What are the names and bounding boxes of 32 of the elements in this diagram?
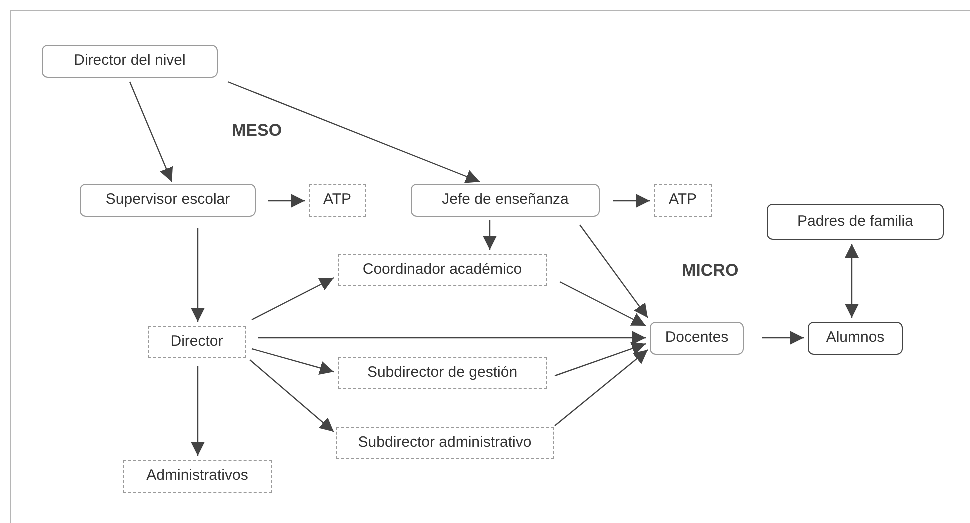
arrow bbox=[845, 244, 859, 318]
arrow bbox=[762, 331, 804, 345]
arrow bbox=[129, 82, 174, 182]
arrow bbox=[258, 331, 646, 345]
dashed-role-box: Subdirector administrativo bbox=[336, 427, 554, 459]
arrow bbox=[554, 342, 646, 377]
arrow bbox=[191, 366, 205, 456]
role-box: Supervisor escolar bbox=[80, 184, 256, 217]
arrow bbox=[613, 194, 650, 208]
role-box: Jefe de enseñanza bbox=[411, 184, 600, 217]
arrow bbox=[554, 350, 648, 426]
arrow bbox=[580, 224, 648, 318]
dashed-role-box: ATP bbox=[654, 184, 712, 217]
dashed-role-box: Director bbox=[148, 326, 246, 358]
role-box: Docentes bbox=[650, 322, 744, 355]
role-box: Director del nivel bbox=[42, 45, 218, 78]
dashed-role-box: ATP bbox=[309, 184, 366, 217]
arrow bbox=[560, 281, 646, 327]
dashed-role-box: Subdirector de gestión bbox=[338, 357, 547, 389]
arrow bbox=[252, 277, 334, 321]
arrow bbox=[268, 194, 305, 208]
arrow bbox=[252, 348, 334, 375]
arrow bbox=[228, 81, 480, 184]
arrow bbox=[191, 228, 205, 322]
role-box: Alumnos bbox=[808, 322, 903, 355]
arrow bbox=[483, 220, 497, 250]
arrow bbox=[250, 360, 334, 432]
level-label: MICRO bbox=[682, 260, 739, 282]
dashed-role-box: Administrativos bbox=[123, 460, 272, 493]
level-label: MESO bbox=[232, 120, 282, 142]
role-box: Padres de familia bbox=[767, 204, 944, 240]
dashed-role-box: Coordinador académico bbox=[338, 254, 547, 286]
